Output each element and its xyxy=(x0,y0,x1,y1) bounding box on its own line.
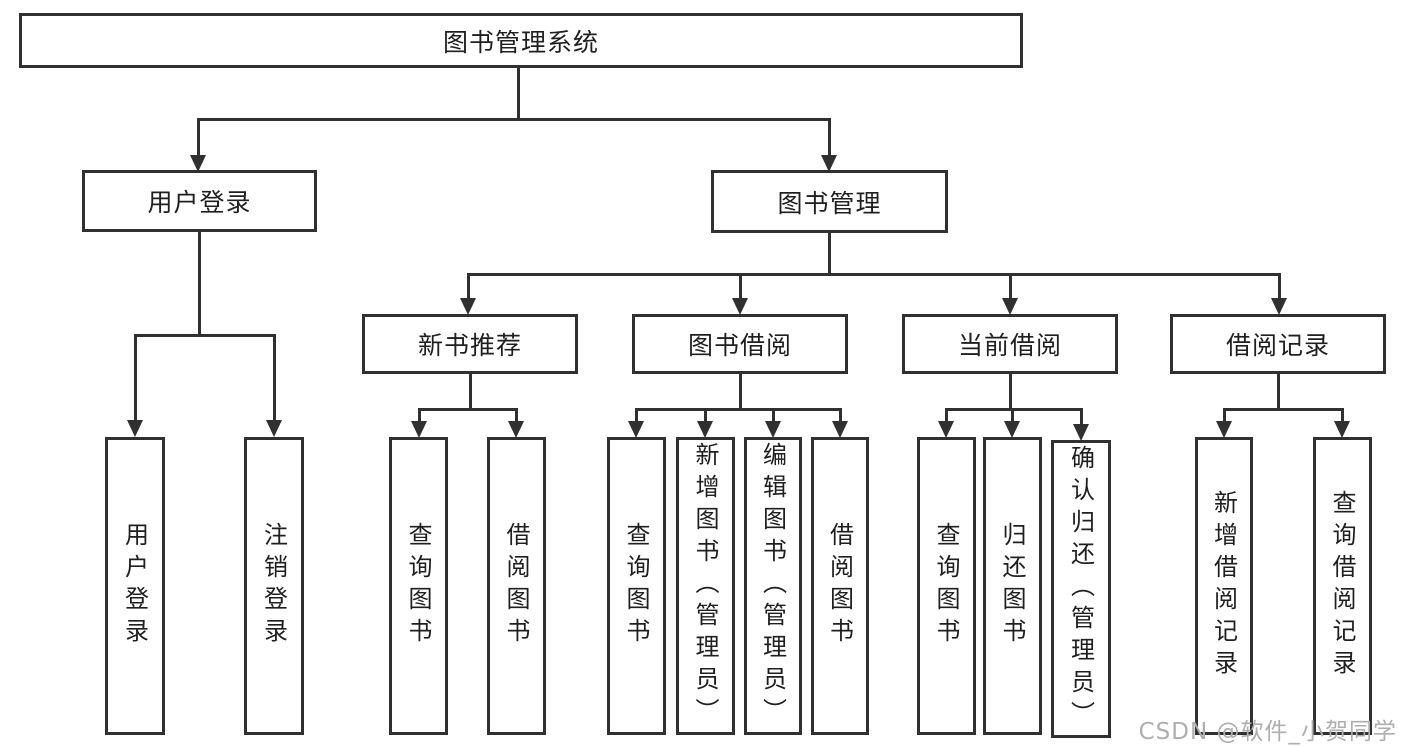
connector-line xyxy=(945,408,948,421)
connector-line xyxy=(134,334,137,420)
connector-line xyxy=(1080,408,1083,424)
leaf-logout: 注销登录 xyxy=(244,437,304,735)
connector-line xyxy=(739,273,742,298)
connector-line xyxy=(635,408,638,421)
leaf-return-books: 归还图书 xyxy=(983,437,1042,735)
leaf-add-books-admin: 新增图书（管理员） xyxy=(676,437,735,735)
connector-line xyxy=(1277,374,1280,408)
connector-line xyxy=(828,233,831,273)
csdn-watermark: CSDN @软件_小贺同学 xyxy=(1138,719,1397,745)
arrow-down-icon xyxy=(1004,421,1020,438)
leaf-confirm-return-admin: 确认归还（管理员） xyxy=(1051,440,1111,738)
arrow-down-icon xyxy=(190,155,206,172)
connector-line xyxy=(1009,273,1012,298)
arrow-down-icon xyxy=(1271,298,1287,315)
arrow-down-icon xyxy=(765,421,781,438)
connector-line xyxy=(273,334,276,420)
node-new-book-recommend: 新书推荐 xyxy=(362,314,578,374)
connector-line xyxy=(197,118,200,155)
connector-line xyxy=(1341,408,1344,421)
node-book-management: 图书管理 xyxy=(711,170,948,233)
connector-line xyxy=(828,118,831,155)
node-borrow-records: 借阅记录 xyxy=(1170,314,1386,374)
arrow-down-icon xyxy=(266,420,282,437)
connector-line xyxy=(134,334,276,337)
arrow-down-icon xyxy=(1334,421,1350,438)
connector-line xyxy=(1223,408,1226,421)
connector-line xyxy=(704,408,707,421)
arrow-down-icon xyxy=(508,421,524,438)
node-root: 图书管理系统 xyxy=(19,13,1023,68)
arrow-down-icon xyxy=(938,421,954,438)
connector-line xyxy=(418,408,421,421)
connector-line xyxy=(1009,374,1012,408)
leaf-borrow-books-recommend: 借阅图书 xyxy=(487,437,546,735)
leaf-query-books-current: 查询图书 xyxy=(917,437,976,735)
connector-line xyxy=(197,118,831,121)
connector-line xyxy=(839,408,842,421)
leaf-query-books-borrow: 查询图书 xyxy=(607,437,666,735)
leaf-user-login: 用户登录 xyxy=(105,437,165,735)
arrow-down-icon xyxy=(697,421,713,438)
node-current-borrow: 当前借阅 xyxy=(902,314,1118,374)
arrow-down-icon xyxy=(821,155,837,172)
leaf-add-borrow-record: 新增借阅记录 xyxy=(1195,437,1253,735)
node-book-borrow: 图书借阅 xyxy=(632,314,848,374)
arrow-down-icon xyxy=(1002,298,1018,315)
leaf-query-books-recommend: 查询图书 xyxy=(389,437,448,735)
connector-line xyxy=(515,408,518,421)
connector-line xyxy=(1011,408,1014,421)
arrow-down-icon xyxy=(628,421,644,438)
connector-line xyxy=(198,232,201,334)
node-user-login: 用户登录 xyxy=(82,170,317,232)
arrow-down-icon xyxy=(127,420,143,437)
connector-line xyxy=(635,408,842,411)
arrow-down-icon xyxy=(732,298,748,315)
connector-line xyxy=(1278,273,1281,298)
arrow-down-icon xyxy=(1216,421,1232,438)
connector-line xyxy=(467,273,1281,276)
arrow-down-icon xyxy=(1073,424,1089,441)
connector-line xyxy=(418,408,518,411)
leaf-edit-books-admin: 编辑图书（管理员） xyxy=(744,437,802,735)
arrow-down-icon xyxy=(832,421,848,438)
connector-line xyxy=(517,68,520,118)
leaf-query-borrow-record: 查询借阅记录 xyxy=(1313,437,1372,735)
connector-line xyxy=(469,374,472,408)
leaf-borrow-books-borrow: 借阅图书 xyxy=(811,437,869,735)
arrow-down-icon xyxy=(460,298,476,315)
connector-line xyxy=(467,273,470,298)
arrow-down-icon xyxy=(411,421,427,438)
connector-line xyxy=(1223,408,1344,411)
connector-line xyxy=(739,374,742,408)
connector-line xyxy=(772,408,775,421)
